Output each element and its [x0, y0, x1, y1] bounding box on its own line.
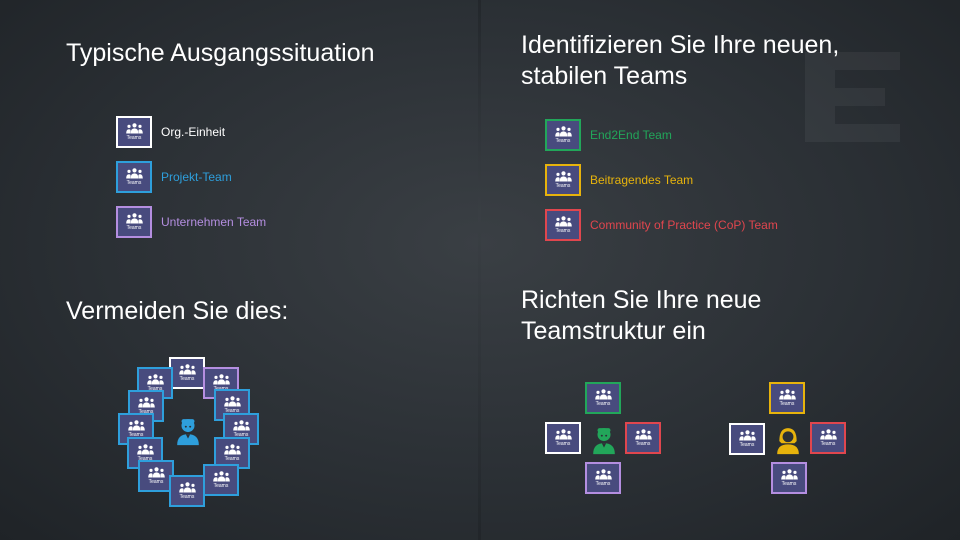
teams-tile-label: Teams: [233, 432, 249, 438]
teams-people-icon: [594, 389, 612, 400]
avoid-team-tile: Teams: [169, 357, 205, 389]
identify-legend-label: Beitragendes Team: [590, 173, 694, 187]
teams-people-icon: [212, 471, 230, 482]
teams-people-icon: [554, 429, 572, 440]
identify-teams-title-line1: Identifizieren Sie Ihre neuen,: [521, 31, 840, 59]
teams-tile-label: Teams: [128, 432, 144, 438]
person-yellow-icon: [777, 428, 799, 455]
teams-people-icon: [125, 123, 143, 134]
identify-teams-title: Identifizieren Sie Ihre neuen, stabilen …: [521, 30, 839, 92]
setup-structure-title: Richten Sie Ihre neue Teamstruktur ein: [521, 285, 761, 347]
identify-legend-item: Teams Community of Practice (CoP) Team: [545, 209, 778, 241]
identify-legend-label: Community of Practice (CoP) Team: [590, 218, 778, 232]
setup-company-tile: Teams: [585, 462, 621, 494]
teams-people-icon: [223, 396, 241, 407]
teams-tile-label: Teams: [213, 483, 229, 489]
teams-tile-label: Teams: [595, 401, 611, 407]
setup-end2end-tile: Teams: [585, 382, 621, 414]
teams-people-icon: [232, 420, 250, 431]
setup-cop-tile: Teams: [810, 422, 846, 454]
teams-tile-label: Teams: [781, 481, 797, 487]
teams-tile-label: Teams: [555, 441, 571, 447]
teams-people-icon: [223, 444, 241, 455]
teams-people-icon: [136, 444, 154, 455]
identify-legend-tile: Teams: [545, 164, 581, 196]
teams-tile-label: Teams: [555, 228, 571, 234]
setup-structure-title-line2: Teamstruktur ein: [521, 317, 706, 345]
avoid-team-tile: Teams: [203, 464, 239, 496]
avoid-title: Vermeiden Sie dies:: [66, 297, 289, 325]
teams-tile-label: Teams: [779, 401, 795, 407]
teams-people-icon: [554, 216, 572, 227]
teams-people-icon: [634, 429, 652, 440]
setup-org-unit-tile: Teams: [545, 422, 581, 454]
teams-tile-label: Teams: [595, 481, 611, 487]
teams-people-icon: [147, 467, 165, 478]
teams-tile-label: Teams: [147, 386, 163, 392]
teams-people-icon: [146, 374, 164, 385]
setup-contributing-tile: Teams: [769, 382, 805, 414]
identify-legend-tile: Teams: [545, 119, 581, 151]
setup-cop-tile: Teams: [625, 422, 661, 454]
teams-people-icon: [178, 482, 196, 493]
identify-legend-tile: Teams: [545, 209, 581, 241]
teams-tile-label: Teams: [739, 442, 755, 448]
identify-legend-label: End2End Team: [590, 128, 672, 142]
teams-tile-label: Teams: [126, 225, 142, 231]
typical-legend-tile: Teams: [116, 161, 152, 193]
person-green-icon: [593, 428, 615, 455]
teams-people-icon: [778, 389, 796, 400]
person-icon: [177, 419, 199, 446]
teams-people-icon: [554, 171, 572, 182]
teams-tile-label: Teams: [126, 135, 142, 141]
teams-people-icon: [125, 213, 143, 224]
setup-company-tile: Teams: [771, 462, 807, 494]
typical-legend-item: Teams Unternehmen Team: [116, 206, 266, 238]
setup-structure-title-line1: Richten Sie Ihre neue: [521, 286, 762, 314]
avoid-team-tile: Teams: [214, 437, 250, 469]
teams-tile-label: Teams: [224, 408, 240, 414]
background-crack: [478, 0, 481, 540]
teams-tile-label: Teams: [138, 409, 154, 415]
teams-tile-label: Teams: [126, 180, 142, 186]
teams-people-icon: [554, 126, 572, 137]
teams-tile-label: Teams: [820, 441, 836, 447]
teams-people-icon: [137, 397, 155, 408]
setup-org-unit-tile: Teams: [729, 423, 765, 455]
identify-teams-title-line2: stabilen Teams: [521, 62, 688, 90]
teams-tile-label: Teams: [148, 479, 164, 485]
typical-legend-tile: Teams: [116, 116, 152, 148]
teams-tile-label: Teams: [555, 183, 571, 189]
typical-legend-label: Projekt-Team: [161, 170, 232, 184]
teams-people-icon: [594, 469, 612, 480]
teams-tile-label: Teams: [635, 441, 651, 447]
avoid-team-tile: Teams: [169, 475, 205, 507]
typical-legend-tile: Teams: [116, 206, 152, 238]
teams-people-icon: [125, 168, 143, 179]
typical-legend-label: Org.-Einheit: [161, 125, 226, 139]
identify-legend-item: Teams End2End Team: [545, 119, 672, 151]
typical-legend-item: Teams Org.-Einheit: [116, 116, 225, 148]
identify-legend-item: Teams Beitragendes Team: [545, 164, 693, 196]
typical-legend-label: Unternehmen Team: [161, 215, 267, 229]
typical-situation-title: Typische Ausgangssituation: [66, 39, 375, 67]
typical-legend-item: Teams Projekt-Team: [116, 161, 232, 193]
avoid-team-tile: Teams: [203, 367, 239, 399]
teams-tile-label: Teams: [224, 456, 240, 462]
teams-people-icon: [178, 364, 196, 375]
teams-people-icon: [738, 430, 756, 441]
teams-tile-label: Teams: [179, 494, 195, 500]
teams-tile-label: Teams: [555, 138, 571, 144]
teams-people-icon: [127, 420, 145, 431]
teams-people-icon: [212, 374, 230, 385]
teams-tile-label: Teams: [179, 376, 195, 382]
teams-people-icon: [819, 429, 837, 440]
teams-people-icon: [780, 469, 798, 480]
brand-logo-watermark: [805, 52, 900, 142]
teams-tile-label: Teams: [137, 456, 153, 462]
